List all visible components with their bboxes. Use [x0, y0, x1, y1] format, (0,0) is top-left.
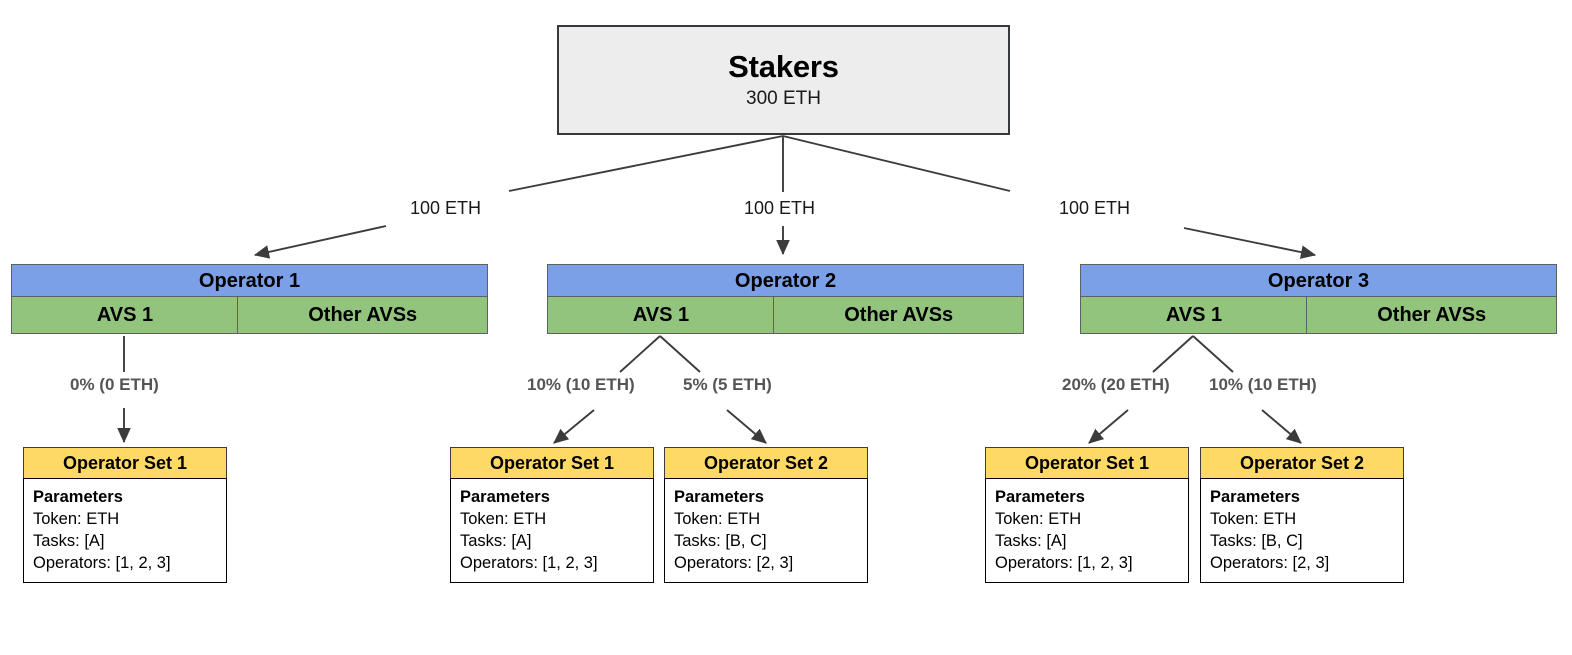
parameter-tasks: Tasks: [A] — [33, 532, 105, 551]
parameter-operators: Operators: [2, 3] — [674, 554, 794, 573]
parameters-heading: Parameters — [33, 488, 123, 507]
parameter-tasks: Tasks: [A] — [995, 532, 1067, 551]
delegation-label-operator-1: 100 ETH — [410, 198, 482, 218]
parameters-heading: Parameters — [995, 488, 1085, 507]
operator-set-parameters: Parameters Token: ETH Tasks: [A] Operato… — [23, 478, 227, 584]
operator-3-avs-other[interactable]: Other AVSs — [1306, 296, 1557, 335]
delegation-label-operator-2: 100 ETH — [744, 198, 816, 218]
parameter-operators: Operators: [1, 2, 3] — [460, 554, 598, 573]
operator-2-avs-row: AVS 1 Other AVSs — [547, 296, 1024, 335]
parameter-token: Token: ETH — [1210, 510, 1297, 529]
operator-set-parameters: Parameters Token: ETH Tasks: [B, C] Oper… — [1200, 478, 1404, 584]
operator-2-header: Operator 2 — [547, 264, 1024, 298]
operator-node-2[interactable]: Operator 2 AVS 1 Other AVSs — [547, 264, 1024, 335]
allocation-label-op3-set1: 20% (20 ETH) — [1062, 375, 1170, 394]
operator-set-parameters: Parameters Token: ETH Tasks: [A] Operato… — [450, 478, 654, 584]
allocation-label-op3-set2: 10% (10 ETH) — [1209, 375, 1317, 394]
stakers-node: Stakers 300 ETH — [557, 25, 1010, 135]
operator-set-parameters: Parameters Token: ETH Tasks: [A] Operato… — [985, 478, 1189, 584]
operator-1-avs-other[interactable]: Other AVSs — [237, 296, 488, 335]
operator-node-3[interactable]: Operator 3 AVS 1 Other AVSs — [1080, 264, 1557, 335]
parameters-heading: Parameters — [460, 488, 550, 507]
operator-set-node-op3-set1[interactable]: Operator Set 1 Parameters Token: ETH Tas… — [985, 447, 1189, 584]
edge-stakers-to-operator-1 — [253, 135, 784, 259]
operator-1-avs-row: AVS 1 Other AVSs — [11, 296, 488, 335]
parameter-token: Token: ETH — [995, 510, 1082, 529]
parameter-token: Token: ETH — [33, 510, 120, 529]
operator-2-avs-other[interactable]: Other AVSs — [773, 296, 1024, 335]
parameter-operators: Operators: [1, 2, 3] — [33, 554, 171, 573]
allocation-label-op2-set1: 10% (10 ETH) — [527, 375, 635, 394]
allocation-label-op2-set2: 5% (5 ETH) — [683, 375, 772, 394]
operator-set-node-op3-set2[interactable]: Operator Set 2 Parameters Token: ETH Tas… — [1200, 447, 1404, 584]
stakers-amount: 300 ETH — [746, 88, 821, 110]
edge-stakers-to-operator-3 — [782, 135, 1317, 259]
operator-set-title: Operator Set 1 — [985, 447, 1189, 480]
parameters-heading: Parameters — [1210, 488, 1300, 507]
parameter-operators: Operators: [1, 2, 3] — [995, 554, 1133, 573]
operator-set-title: Operator Set 2 — [1200, 447, 1404, 480]
parameter-tasks: Tasks: [B, C] — [674, 532, 767, 551]
operator-1-avs-primary[interactable]: AVS 1 — [11, 296, 239, 335]
operator-set-title: Operator Set 2 — [664, 447, 868, 480]
parameters-heading: Parameters — [674, 488, 764, 507]
operator-node-1[interactable]: Operator 1 AVS 1 Other AVSs — [11, 264, 488, 335]
operator-3-avs-primary[interactable]: AVS 1 — [1080, 296, 1308, 335]
operator-set-node-op1-set1[interactable]: Operator Set 1 Parameters Token: ETH Tas… — [23, 447, 227, 584]
operator-set-title: Operator Set 1 — [23, 447, 227, 480]
allocation-label-op1-set1: 0% (0 ETH) — [70, 375, 159, 394]
delegation-label-operator-3: 100 ETH — [1059, 198, 1131, 218]
parameter-tasks: Tasks: [A] — [460, 532, 532, 551]
operator-3-header: Operator 3 — [1080, 264, 1557, 298]
parameter-operators: Operators: [2, 3] — [1210, 554, 1330, 573]
operator-1-header: Operator 1 — [11, 264, 488, 298]
operator-2-avs-primary[interactable]: AVS 1 — [547, 296, 775, 335]
operator-3-avs-row: AVS 1 Other AVSs — [1080, 296, 1557, 335]
operator-set-title: Operator Set 1 — [450, 447, 654, 480]
operator-set-node-op2-set1[interactable]: Operator Set 1 Parameters Token: ETH Tas… — [450, 447, 654, 584]
operator-set-parameters: Parameters Token: ETH Tasks: [B, C] Oper… — [664, 478, 868, 584]
parameter-token: Token: ETH — [460, 510, 547, 529]
parameter-token: Token: ETH — [674, 510, 761, 529]
operator-set-node-op2-set2[interactable]: Operator Set 2 Parameters Token: ETH Tas… — [664, 447, 868, 584]
parameter-tasks: Tasks: [B, C] — [1210, 532, 1303, 551]
stakers-title: Stakers — [728, 48, 839, 84]
